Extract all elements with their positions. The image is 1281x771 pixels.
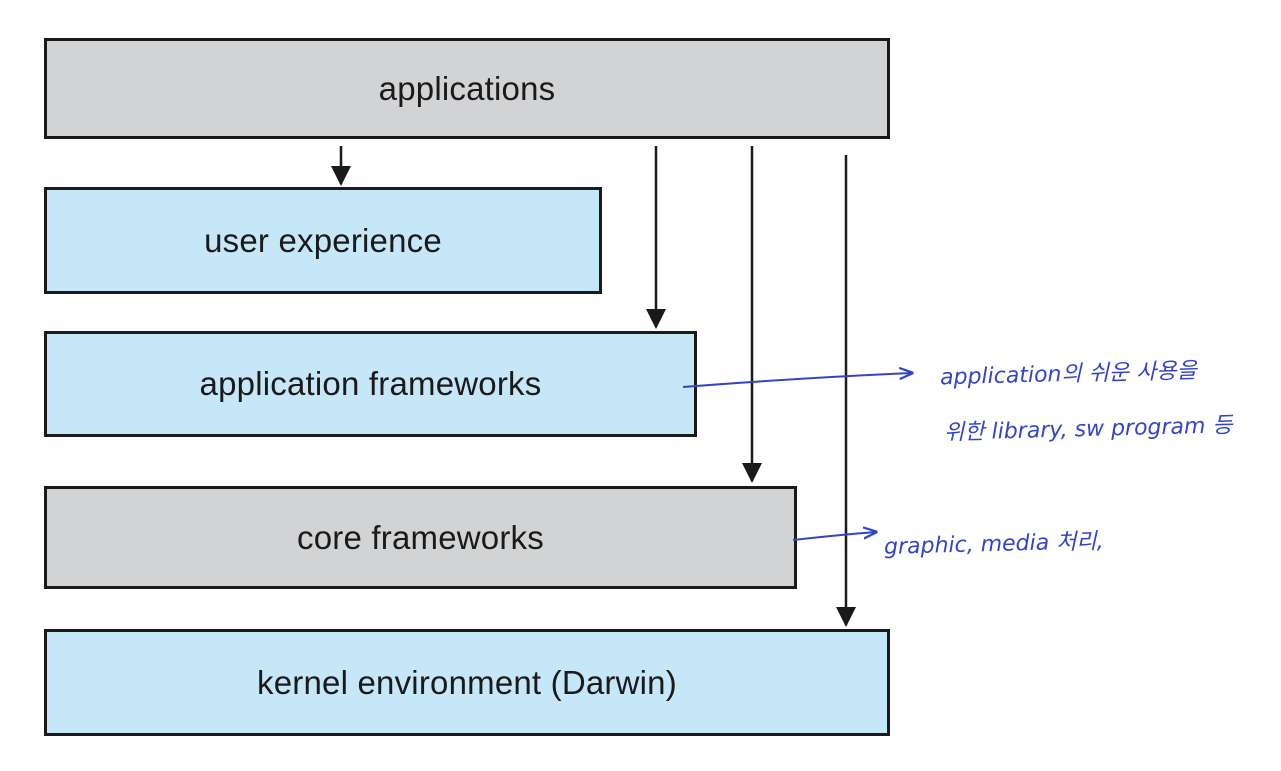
layer-core-frameworks: core frameworks [44,486,797,589]
handwritten-note-core-frameworks: graphic, media 처리, [883,529,1104,560]
annotation-arrow-application-frameworks [682,373,912,388]
layer-user-experience: user experience [44,187,602,294]
handwritten-note-application-frameworks-line2: 위한 library, sw program 등 [943,413,1233,446]
layer-kernel-environment: kernel environment (Darwin) [44,629,890,736]
layer-application-frameworks-label: application frameworks [199,365,542,402]
layer-applications: applications [44,38,890,139]
layer-kernel-environment-label: kernel environment (Darwin) [257,663,677,701]
annotation-arrow-core-frameworks [792,532,876,541]
layer-applications-label: applications [378,69,556,107]
layer-application-frameworks: application frameworks [44,331,697,437]
handwritten-note-application-frameworks-line1: application의 쉬운 사용을 [939,358,1198,391]
layer-core-frameworks-label: core frameworks [297,518,544,556]
layer-user-experience-label: user experience [204,221,442,259]
